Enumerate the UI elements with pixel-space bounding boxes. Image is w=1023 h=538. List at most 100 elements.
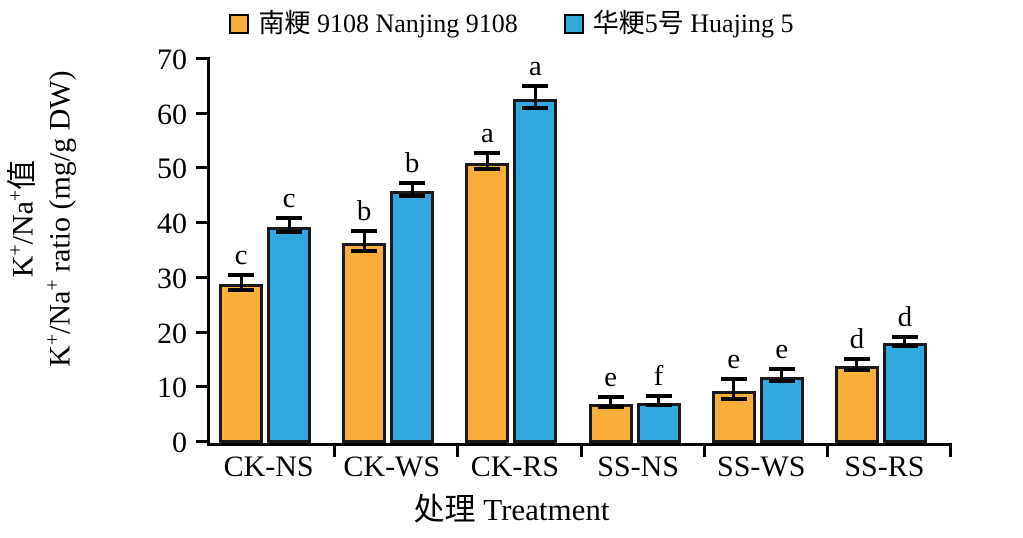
error-bar-cap-top [399,180,426,185]
x-axis-category-label: CK-WS [343,450,441,483]
error-bar [732,380,736,402]
y-axis-tick: 40 [157,209,210,239]
bar[interactable] [882,343,927,443]
significance-letter: b [356,195,372,228]
significance-letter: c [282,181,296,214]
error-bar-cap-top [720,376,747,381]
x-axis-tick [456,443,460,457]
bar[interactable] [219,284,263,443]
y-axis-tick-label: 30 [157,261,187,295]
significance-letter: e [727,342,741,375]
x-axis-category-label: SS-WS [717,450,806,483]
y-axis-tick-label: 40 [157,207,187,241]
error-bar-cap-bottom [891,344,918,349]
x-axis-tick [949,443,952,457]
bar[interactable] [636,402,681,443]
y-axis-tick: 20 [157,318,210,348]
y-axis-title: K+/Na+值 K+/Na+ ratio (mg/g DW) [4,9,78,429]
error-bar-cap-bottom [768,379,795,384]
bar[interactable] [759,377,804,443]
legend-swatch-nanjing-9108 [229,14,250,34]
y-axis-title-line-english: K+/Na+ ratio (mg/g DW) [41,70,76,367]
x-axis-title: 处理 Treatment [413,492,610,527]
error-bar [410,184,414,198]
legend-item-nanjing-9108[interactable]: 南粳 9108 Nanjing 9108 [229,9,518,38]
bar[interactable] [834,366,879,443]
y-axis-tick-label: 20 [157,316,187,350]
y-axis-tick: 10 [157,373,210,403]
bar[interactable] [465,162,510,443]
y-axis-tick: 0 [172,428,210,458]
error-bar [362,233,366,254]
legend-label-huajing-5: 华粳5号 Huajing 5 [592,9,794,38]
error-bar-cap-bottom [522,105,549,110]
bar[interactable] [267,226,311,443]
error-bar-cap-top [891,334,918,339]
y-axis-tick-label: 70 [157,43,187,76]
significance-letter: e [604,360,617,393]
significance-letter: a [480,116,494,149]
legend-item-huajing-5[interactable]: 华粳5号 Huajing 5 [563,9,794,38]
x-axis-tick [702,443,706,457]
error-bar-cap-top [645,394,672,399]
legend-swatch-huajing-5 [563,14,584,34]
error-bar [609,398,612,409]
x-axis-category-label: SS-RS [844,450,925,483]
bar[interactable] [588,403,633,443]
error-bar [485,154,489,172]
error-bar-cap-bottom [843,367,870,372]
x-axis-category-label: SS-NS [597,450,679,483]
y-axis-tick: 60 [157,99,210,129]
error-bar-cap-bottom [645,402,672,407]
legend-label-nanjing-9108: 南粳 9108 Nanjing 9108 [258,9,518,38]
error-bar [239,276,243,292]
error-bar [780,371,784,384]
error-bar [855,360,859,372]
error-bar-cap-top [843,356,870,361]
y-axis-tick: 50 [157,154,210,184]
significance-letter: e [775,333,789,366]
x-axis-tick [333,443,337,457]
x-axis-category-label: CK-NS [223,450,314,483]
error-bar-cap-top [768,367,795,372]
significance-letter: d [897,300,913,333]
chart-legend: 南粳 9108 Nanjing 9108 华粳5号 Huajing 5 [0,4,1023,44]
error-bar-cap-bottom [228,288,254,292]
y-axis-title-line-chinese: K+/Na+值 [4,159,40,278]
significance-letter: b [404,146,420,179]
error-bar [657,398,660,407]
x-axis-tick [579,443,583,457]
error-bar-cap-top [351,229,378,234]
error-bar-cap-bottom [351,249,378,254]
bar[interactable] [513,98,558,443]
bar[interactable] [342,243,387,443]
significance-letter: d [849,322,865,355]
error-bar [533,87,537,110]
error-bar-cap-top [597,394,624,399]
error-bar-cap-top [276,215,302,220]
y-axis-tick-label: 10 [157,371,187,405]
error-bar-cap-bottom [474,167,501,172]
x-axis-tick [825,443,829,457]
error-bar-cap-top [228,272,254,277]
significance-letter: f [653,360,664,393]
y-axis-tick-label: 0 [172,426,187,459]
error-bar-cap-bottom [399,193,426,198]
error-bar-cap-bottom [720,397,747,402]
y-axis-tick: 30 [157,263,210,293]
significance-letter: c [234,238,248,271]
y-axis-tick-label: 60 [157,97,187,131]
bar[interactable] [390,191,435,443]
significance-letter: a [528,49,542,82]
error-bar-cap-top [522,83,549,88]
error-bar [287,219,291,234]
